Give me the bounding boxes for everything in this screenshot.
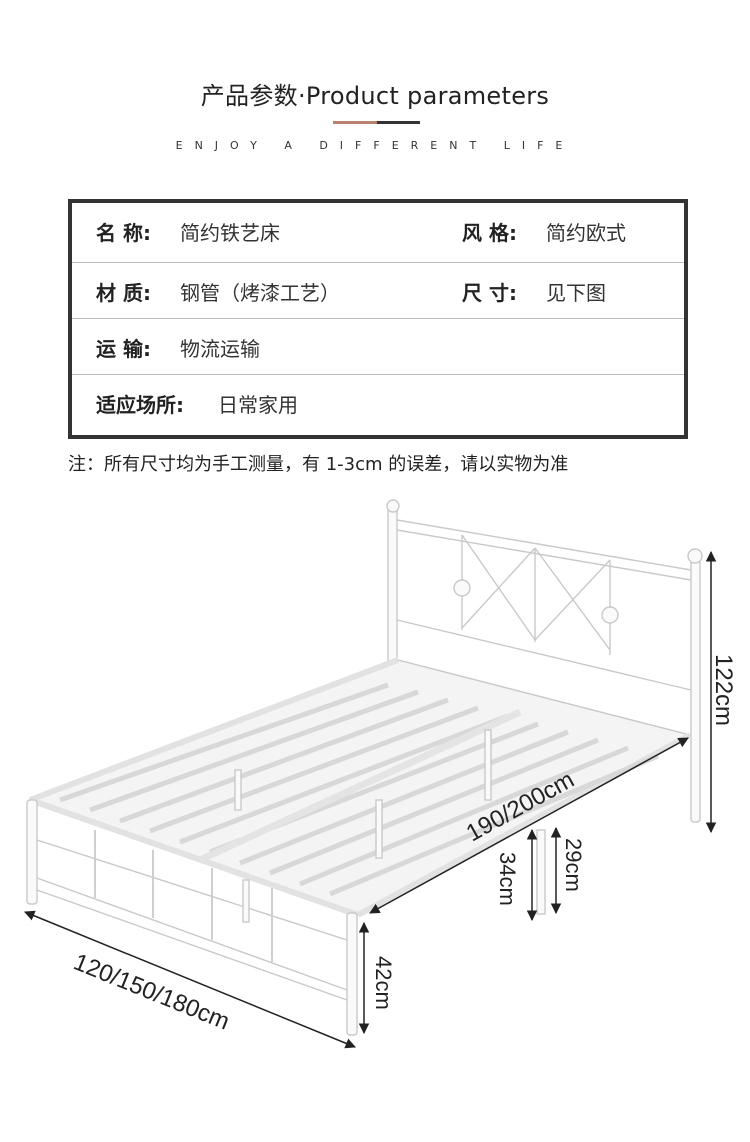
tagline: ENJOY A DIFFERENT LIFE — [175, 139, 575, 152]
param-row-name-style: 名 称: 简约铁艺床 风 格: 简约欧式 — [72, 203, 684, 258]
param-style-label: 风 格: — [462, 221, 517, 245]
dim-width: 120/150/180cm — [70, 949, 234, 1036]
param-material-label: 材 质: — [96, 281, 151, 305]
title-underline-dark — [377, 121, 420, 124]
param-size-label: 尺 寸: — [462, 281, 517, 305]
param-place-value: 日常家用 — [218, 393, 298, 417]
parameter-table: 名 称: 简约铁艺床 风 格: 简约欧式 材 质: 钢管（烤漆工艺） 尺 寸: … — [68, 199, 688, 439]
param-style-value: 简约欧式 — [546, 221, 626, 245]
param-place-label: 适应场所: — [96, 393, 184, 417]
page-title: 产品参数·Product parameters — [200, 82, 550, 110]
param-size-value: 见下图 — [546, 281, 606, 305]
dim-footboard-height: 42cm — [371, 956, 396, 1010]
param-row-material-size: 材 质: 钢管（烤漆工艺） 尺 寸: 见下图 — [72, 262, 684, 318]
measurement-note: 注：所有尺寸均为手工测量，有 1-3cm 的误差，请以实物为准 — [68, 454, 569, 475]
dimension-lines — [24, 550, 717, 1049]
param-name-value: 简约铁艺床 — [180, 221, 280, 245]
param-material-value: 钢管（烤漆工艺） — [180, 281, 340, 305]
param-row-shipping: 运 输: 物流运输 — [72, 318, 684, 374]
title-underline-accent — [333, 121, 377, 124]
param-shipping-value: 物流运输 — [180, 337, 260, 361]
dim-height-29: 29cm — [561, 838, 586, 892]
param-shipping-label: 运 输: — [96, 337, 151, 361]
dim-height-34: 34cm — [495, 852, 520, 906]
dim-headboard-height: 122cm — [710, 654, 737, 726]
bed-dimension-illustration: 122cm 190/200cm 34cm 29cm 120/150/180cm … — [24, 499, 737, 1049]
param-name-label: 名 称: — [96, 221, 151, 245]
param-row-place: 适应场所: 日常家用 — [72, 374, 684, 430]
